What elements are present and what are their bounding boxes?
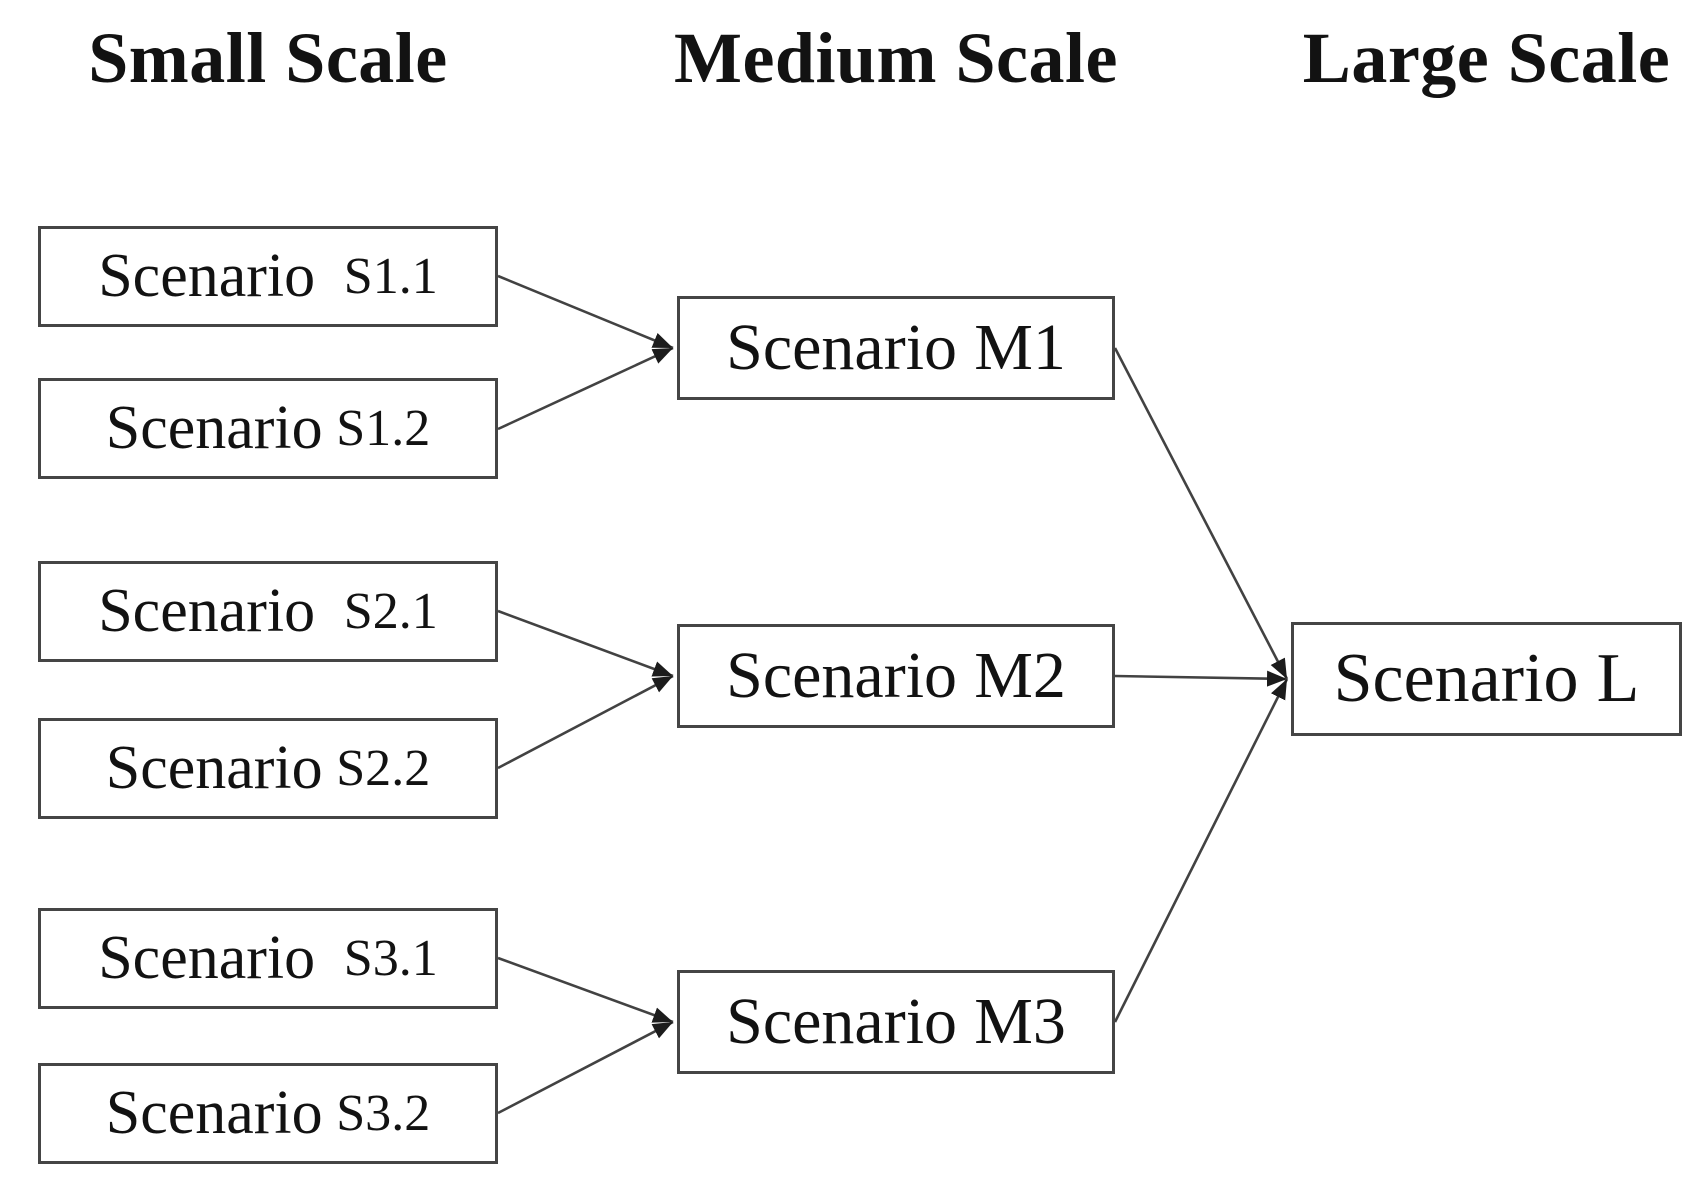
node-label: Scenario — [726, 985, 958, 1058]
node-scenario-m1: Scenario M1 — [677, 296, 1115, 400]
node-code: S1.1 — [343, 248, 438, 305]
node-scenario-l: Scenario L — [1291, 622, 1682, 736]
column-header-medium-scale: Medium Scale — [674, 17, 1118, 98]
node-code: S3.1 — [343, 930, 438, 987]
node-scenario-s2.2: Scenario S2.2 — [38, 718, 498, 819]
node-label: Scenario — [98, 924, 316, 992]
edge-s3.1-m3 — [497, 956, 674, 1024]
node-scenario-s3.2: Scenario S3.2 — [38, 1063, 498, 1164]
column-header-small-scale: Small Scale — [88, 17, 448, 98]
edge-s2.1-m2 — [497, 609, 674, 678]
edge-s1.2-m1 — [497, 346, 674, 431]
node-code: M3 — [974, 985, 1066, 1058]
column-header-large-scale: Large Scale — [1302, 17, 1671, 98]
node-scenario-m2: Scenario M2 — [677, 624, 1115, 728]
node-label: Scenario — [105, 734, 323, 802]
node-label: Scenario — [98, 242, 316, 310]
edge-m2-l — [1114, 670, 1288, 687]
edge-s3.2-m3 — [497, 1020, 674, 1115]
node-code: S3.2 — [336, 1085, 431, 1142]
edge-m3-l — [1113, 678, 1289, 1023]
node-label: Scenario — [1333, 640, 1579, 717]
edge-s1.1-m1 — [497, 274, 674, 350]
edge-s2.2-m2 — [497, 674, 674, 770]
node-code: S2.1 — [343, 583, 438, 640]
node-label: Scenario — [98, 577, 316, 645]
node-scenario-s2.1: Scenario S2.1 — [38, 561, 498, 662]
node-label: Scenario — [105, 394, 323, 462]
node-code: L — [1596, 640, 1640, 717]
node-code: S1.2 — [336, 400, 431, 457]
node-label: Scenario — [726, 639, 958, 712]
edge-m1-l — [1113, 347, 1289, 680]
node-scenario-s1.2: Scenario S1.2 — [38, 378, 498, 479]
node-scenario-m3: Scenario M3 — [677, 970, 1115, 1074]
node-code: M1 — [974, 311, 1066, 384]
node-label: Scenario — [726, 311, 958, 384]
node-scenario-s3.1: Scenario S3.1 — [38, 908, 498, 1009]
node-code: M2 — [974, 639, 1066, 712]
node-scenario-s1.1: Scenario S1.1 — [38, 226, 498, 327]
node-label: Scenario — [105, 1079, 323, 1147]
node-code: S2.2 — [336, 740, 431, 797]
